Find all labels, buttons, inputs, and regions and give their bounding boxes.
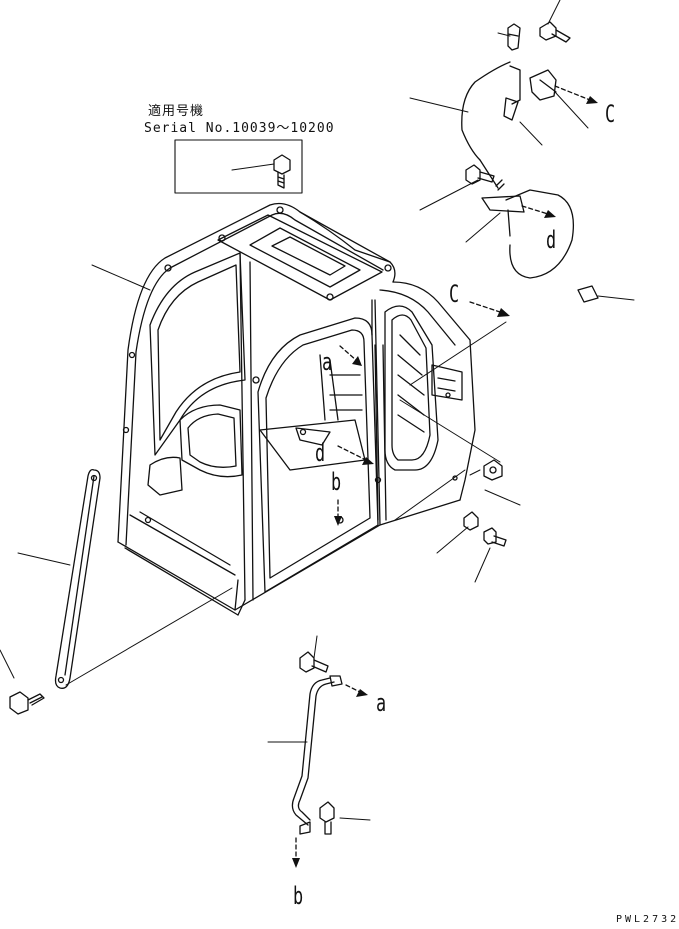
callout-a-lower: a bbox=[376, 689, 387, 717]
harness-lower bbox=[291, 675, 343, 835]
callout-b-lower: b bbox=[293, 882, 304, 910]
arrow-heads bbox=[292, 96, 598, 868]
serial-box bbox=[174, 139, 303, 194]
handrail-part bbox=[54, 468, 101, 689]
nut-rear bbox=[483, 459, 503, 481]
leader-lines bbox=[0, 0, 635, 821]
bolt-lower-right bbox=[483, 527, 507, 547]
callout-C-upper: C bbox=[605, 100, 616, 128]
serial-box-header-jp: 適用号機 bbox=[148, 104, 205, 119]
bolt-top-1 bbox=[507, 23, 521, 51]
drawing-code: PWL2732 bbox=[616, 914, 679, 925]
bolt-left bbox=[9, 691, 45, 715]
bolt-a-lower bbox=[299, 651, 329, 673]
callout-b-cab: b bbox=[331, 468, 342, 496]
direction-arrows bbox=[295, 85, 591, 861]
serial-box-header-serial: Serial No.10039～10200 bbox=[144, 121, 335, 136]
bolt-b-lower bbox=[319, 801, 335, 835]
bolt-top-2 bbox=[539, 21, 571, 43]
nut-lower bbox=[463, 511, 479, 531]
callout-C-mid: C bbox=[449, 280, 460, 308]
bolt-d-group bbox=[465, 164, 495, 185]
cab-frame bbox=[117, 202, 476, 616]
callout-d-cab: d bbox=[315, 439, 326, 467]
harness-upper bbox=[461, 61, 599, 303]
callout-a-cab: a bbox=[322, 348, 333, 376]
bolt-serial bbox=[273, 154, 291, 189]
callout-d-upper: d bbox=[546, 226, 557, 254]
